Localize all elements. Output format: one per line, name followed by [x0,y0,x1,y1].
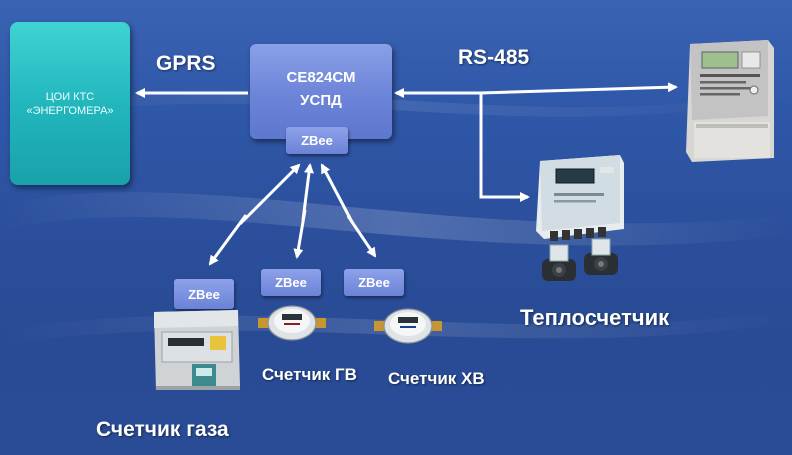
water-meter-icon [374,308,442,344]
uspd-box: СЕ824СМ УСПД [250,44,392,139]
zbee-link-cold-water-back [320,163,354,223]
cold-water-meter-label: Счетчик ХВ [388,369,485,388]
uspd-model-label: СЕ824СМ [286,69,356,86]
rs485-arrow-right [479,82,678,95]
central-server-label-line1: ЦОИ КТС [45,90,95,103]
zbee-module-uspd: ZBee [286,127,348,154]
zbee-link-gas-back [238,163,301,226]
zbee-module-hot-water: ZBee [261,269,321,296]
heat-meter-label: Теплосчетчик [520,305,670,330]
zbee-module-cold-water: ZBee [344,269,404,296]
zbee-link-hot-water-back [301,163,314,221]
rs485-label: RS-485 [458,46,530,69]
central-server-label-line2: «ЭНЕРГОМЕРА» [26,104,114,117]
rs485-branch-heat [479,93,530,202]
water-meter-icon [258,305,326,341]
gas-meter-label: Счетчик газа [96,418,229,441]
zbee-link-cold-water [346,215,377,258]
gprs-label: GPRS [156,52,216,75]
electricity-meter-icon [686,40,774,162]
heat-calculator-icon [536,155,624,281]
uspd-title-label: УСПД [300,92,342,109]
zbee-module-gas: ZBee [174,279,234,309]
hot-water-meter-label: Счетчик ГВ [262,365,357,384]
central-server-box: ЦОИ КТС «ЭНЕРГОМЕРА» [10,22,130,185]
gas-meter-icon [154,310,240,390]
